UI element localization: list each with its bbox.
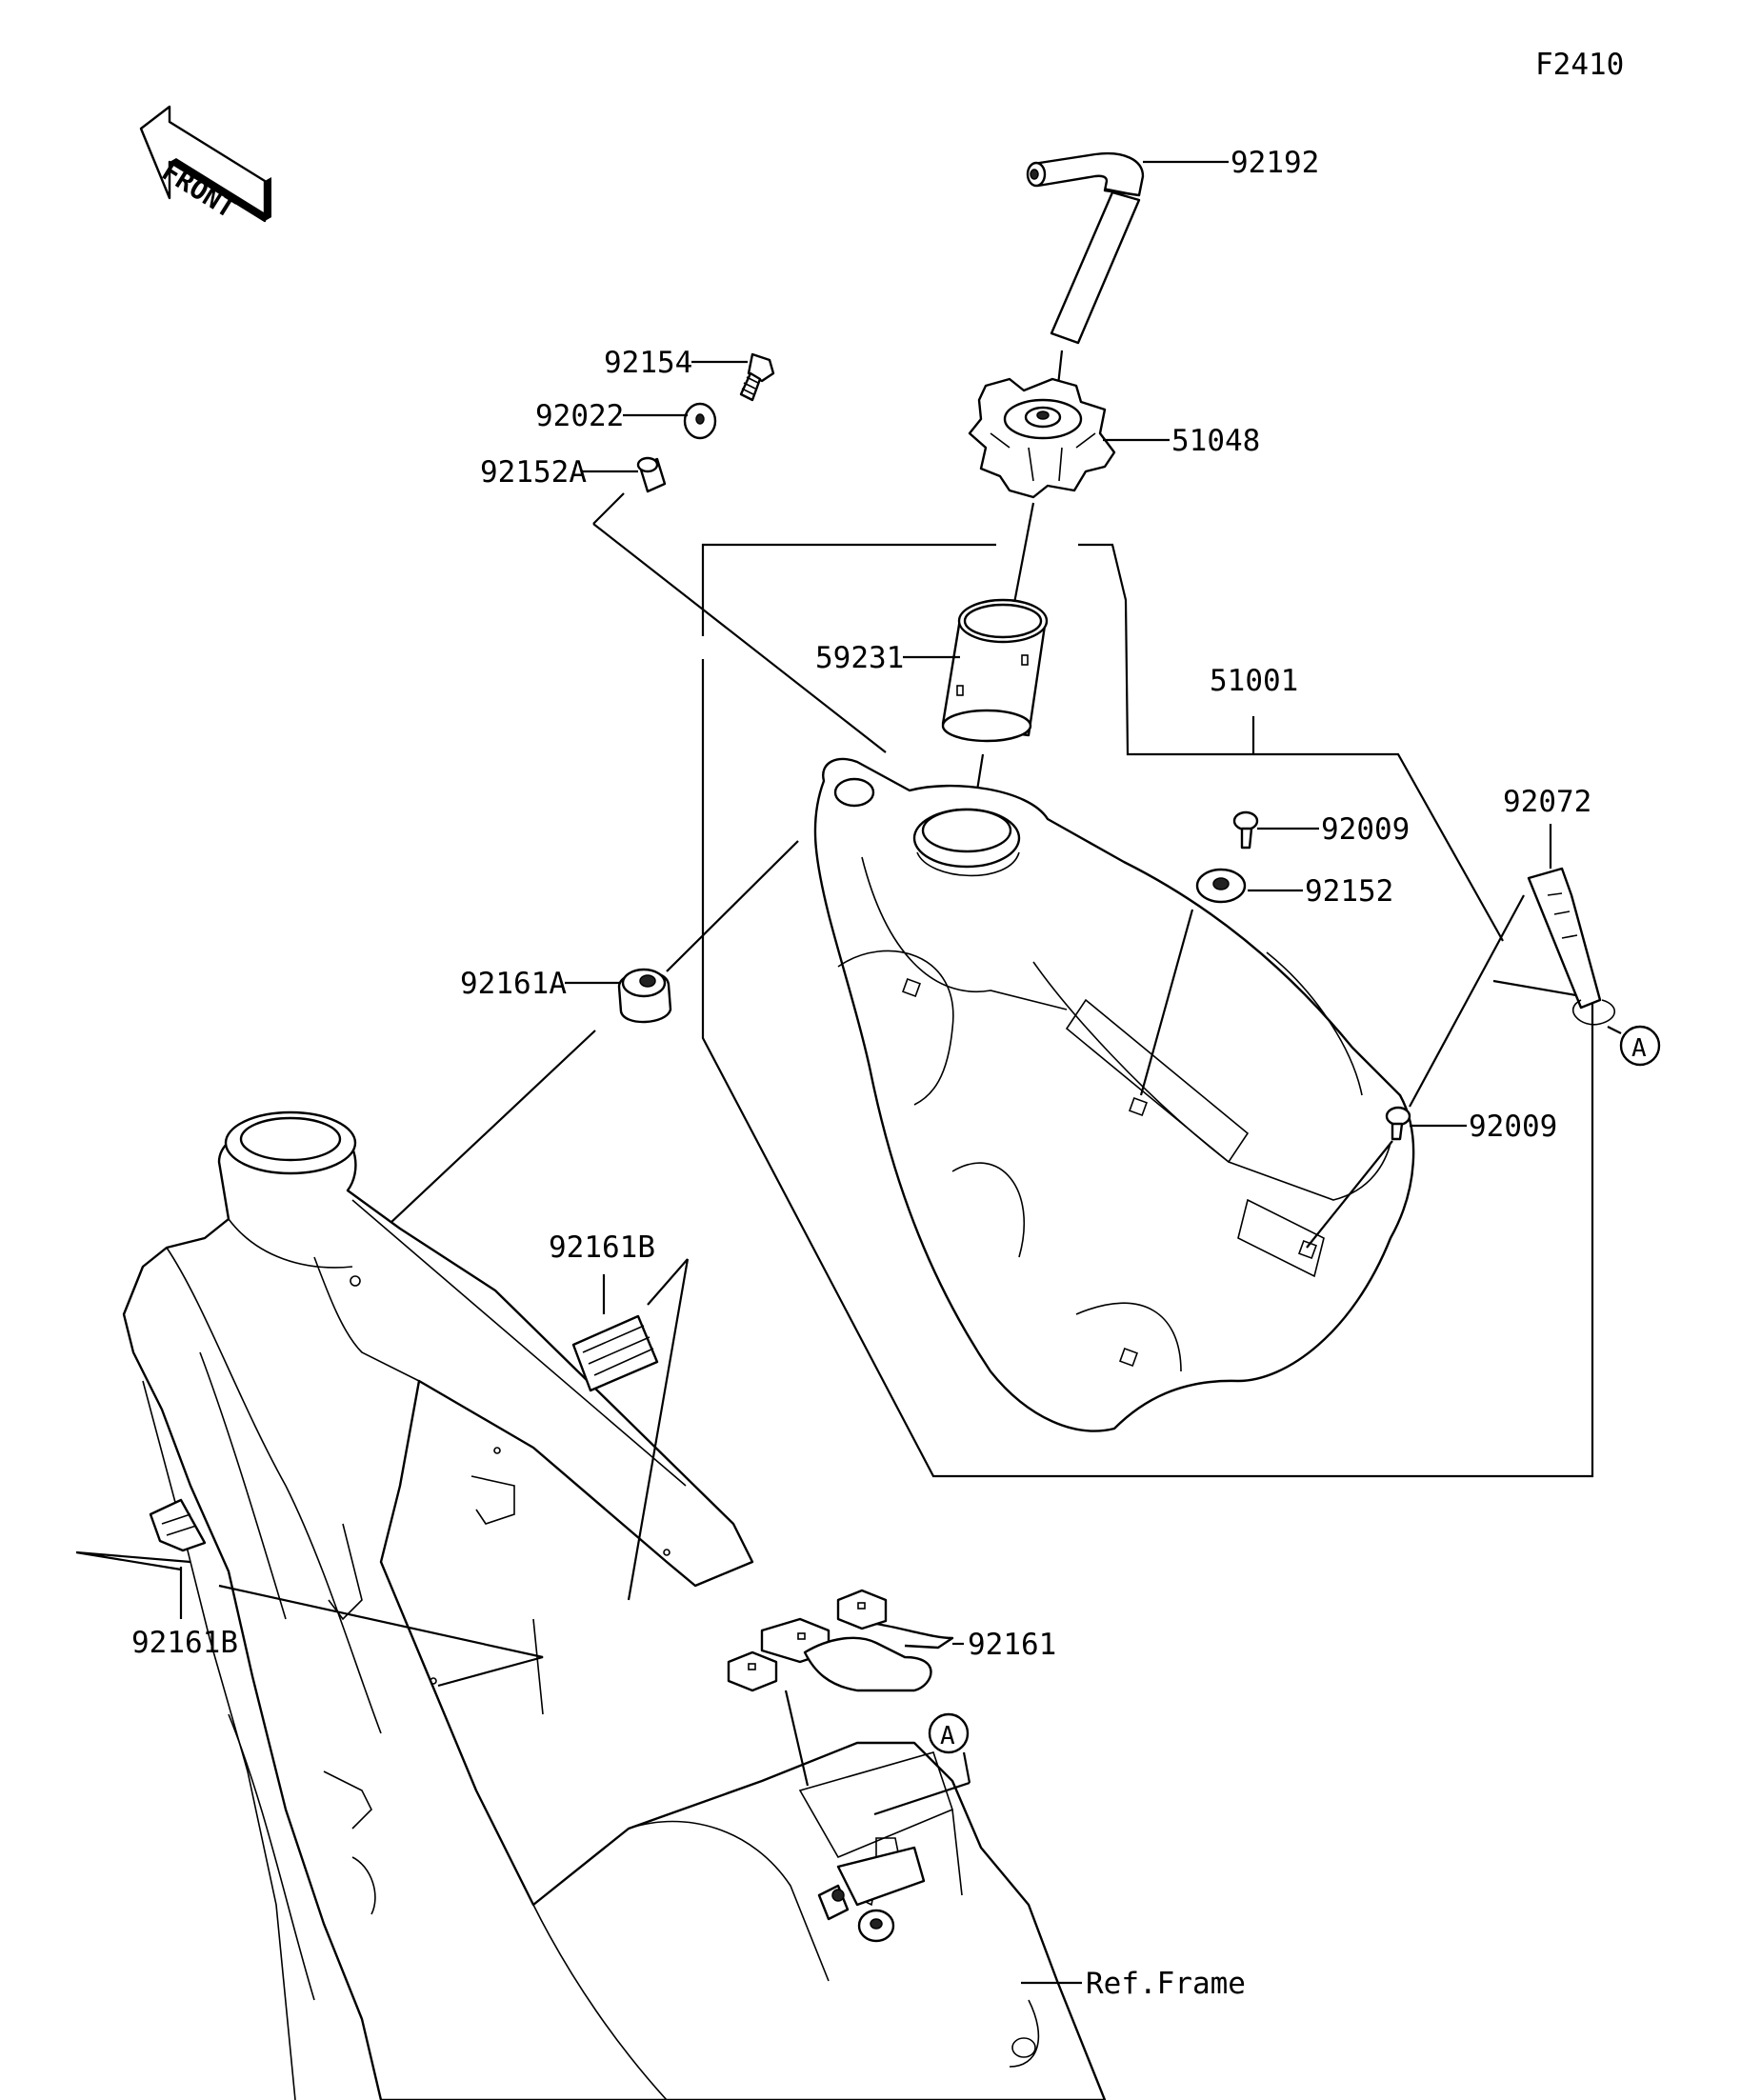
mount-block-icon	[727, 1589, 954, 1692]
svg-text:A: A	[940, 1722, 955, 1750]
part-label-51048: 51048	[1171, 424, 1260, 458]
svg-text:A: A	[1631, 1034, 1647, 1063]
screw-icon	[1385, 1106, 1411, 1141]
front-arrow-icon: FRONT	[139, 105, 271, 225]
part-label-92072: 92072	[1503, 785, 1591, 819]
ref-frame-label: Ref.Frame	[1086, 1967, 1246, 2001]
rubber-pad-icon	[571, 1314, 659, 1392]
fuel-filter-icon	[941, 598, 1049, 743]
washer-icon	[683, 402, 717, 440]
bolt-icon	[739, 352, 775, 402]
part-label-92154: 92154	[604, 346, 692, 380]
part-label-92161B-top: 92161B	[549, 1230, 655, 1265]
collar-icon	[636, 456, 667, 493]
grommet-icon	[1195, 868, 1247, 904]
frame-icon	[122, 1110, 1107, 2100]
damper-icon	[617, 968, 672, 1024]
part-label-92009-lower: 92009	[1469, 1110, 1557, 1144]
part-label-51001: 51001	[1210, 664, 1298, 698]
strap-icon	[1527, 867, 1616, 1026]
fuel-tank-icon	[813, 757, 1415, 1432]
part-label-59231: 59231	[815, 641, 904, 675]
part-label-92009-upper: 92009	[1321, 812, 1410, 847]
figure-code: F2410	[1535, 48, 1624, 82]
part-label-92152: 92152	[1305, 874, 1393, 909]
part-label-92192: 92192	[1231, 146, 1319, 180]
part-label-92152A: 92152A	[480, 455, 587, 490]
part-label-92161B-left: 92161B	[131, 1626, 238, 1660]
reference-mark-lower: A	[928, 1712, 970, 1754]
part-label-92022: 92022	[535, 399, 624, 433]
reference-mark-upper: A	[1619, 1025, 1661, 1067]
breather-hose-icon	[1026, 151, 1145, 345]
part-label-92161: 92161	[968, 1628, 1056, 1662]
fuel-cap-icon	[968, 377, 1116, 499]
part-label-92161A: 92161A	[460, 967, 567, 1001]
screw-icon	[1232, 810, 1259, 850]
rubber-pad-icon	[149, 1498, 207, 1552]
